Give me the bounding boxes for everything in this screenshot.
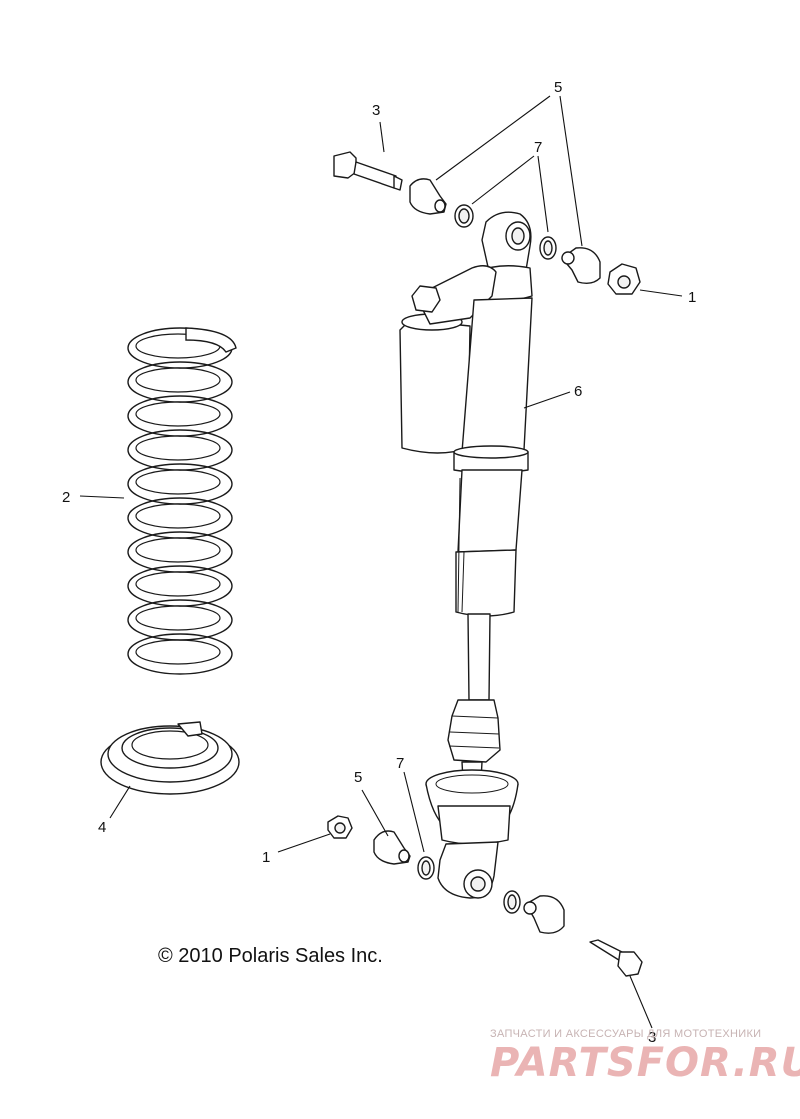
callout-1-top: 1 (688, 289, 696, 306)
leader-lines (79, 95, 683, 1029)
spring-retainer (100, 721, 240, 795)
callout-7-bottom: 7 (396, 755, 404, 772)
callout-2: 2 (62, 489, 70, 506)
callout-5-bottom: 5 (354, 769, 362, 786)
bolt-top (333, 151, 403, 191)
callout-4: 4 (98, 819, 106, 836)
nut-top (607, 263, 641, 295)
coil-spring (127, 327, 237, 675)
callout-3-bottom: 3 (648, 1029, 656, 1046)
callout-6: 6 (574, 383, 582, 400)
bushing-bottom-left (373, 830, 411, 865)
washer-top-left (454, 204, 474, 228)
bushing-bottom-right (523, 895, 565, 934)
nut-bottom (327, 815, 353, 839)
callout-1-bottom: 1 (262, 849, 270, 866)
bushing-top-left (409, 178, 447, 215)
watermark-tagline: ЗАПЧАСТИ И АКСЕССУАРЫ ДЛЯ МОТОТЕХНИКИ (490, 1028, 762, 1040)
callout-5-top: 5 (554, 79, 562, 96)
callout-3-top: 3 (372, 102, 380, 119)
callout-7-top: 7 (534, 139, 542, 156)
washer-top-right (539, 236, 557, 260)
bushing-top-right (561, 247, 601, 285)
watermark-logo: PARTSFOR.RU (490, 1040, 800, 1086)
bolt-bottom (589, 939, 643, 977)
shock-absorber (399, 211, 533, 899)
washer-bottom-left (417, 856, 435, 880)
callout-labels: 3 5 7 1 6 2 4 5 7 1 3 (62, 79, 696, 1046)
washer-bottom-right (503, 890, 521, 914)
copyright-notice: © 2010 Polaris Sales Inc. (158, 945, 383, 967)
